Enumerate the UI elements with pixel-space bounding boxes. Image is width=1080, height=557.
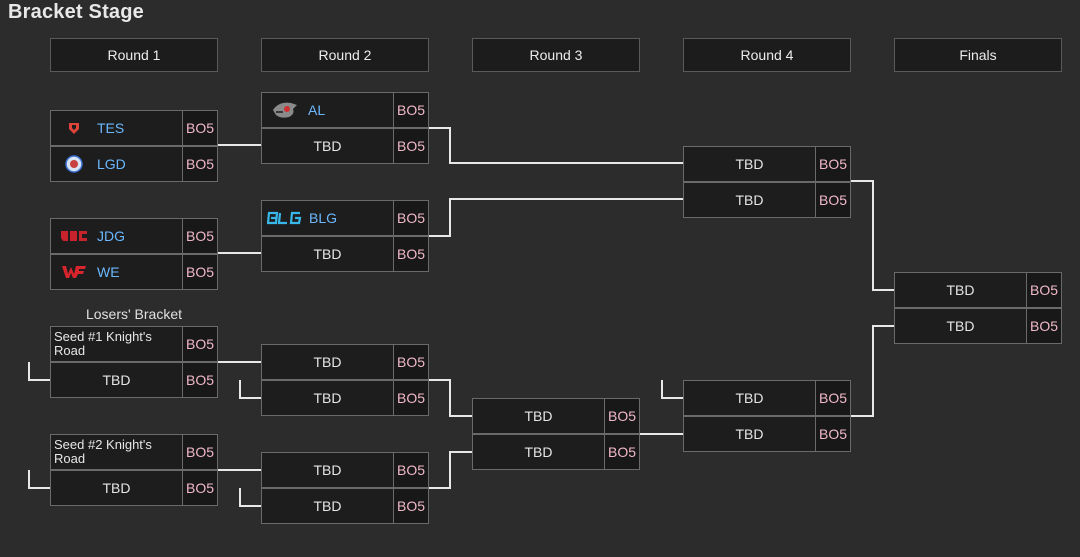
best-of-badge: BO5 [1027, 309, 1061, 343]
match-slot-tbd[interactable]: TBD BO5 [472, 434, 640, 470]
tbd-label: TBD [262, 237, 394, 271]
tbd-label: TBD [684, 381, 816, 415]
team-blg: BLG [262, 201, 394, 235]
match-slot-tbd[interactable]: TBD BO5 [683, 182, 851, 218]
lgd-logo-icon [63, 155, 85, 173]
match-slot-jdg[interactable]: JDG BO5 [50, 218, 218, 254]
best-of-badge: BO5 [816, 417, 850, 451]
best-of-badge: BO5 [816, 381, 850, 415]
best-of-badge: BO5 [394, 237, 428, 271]
match-slot-seed-2[interactable]: Seed #2 Knight's Road BO5 [50, 434, 218, 470]
tbd-label: TBD [684, 417, 816, 451]
team-name: BLG [309, 210, 338, 226]
match-slot-lgd[interactable]: LGD BO5 [50, 146, 218, 182]
best-of-badge: BO5 [183, 219, 217, 253]
tbd-label: TBD [684, 183, 816, 217]
match-slot-tbd[interactable]: TBD BO5 [50, 362, 218, 398]
best-of-badge: BO5 [394, 489, 428, 523]
match-slot-al[interactable]: AL BO5 [261, 92, 429, 128]
best-of-badge: BO5 [816, 147, 850, 181]
tbd-label: TBD [895, 273, 1027, 307]
best-of-badge: BO5 [1027, 273, 1061, 307]
tbd-label: TBD [684, 147, 816, 181]
tbd-label: TBD [262, 453, 394, 487]
finals-header: Finals [894, 38, 1062, 72]
match-slot-tbd[interactable]: TBD BO5 [683, 416, 851, 452]
best-of-badge: BO5 [183, 255, 217, 289]
team-name: JDG [97, 228, 125, 244]
best-of-badge: BO5 [394, 201, 428, 235]
seed-1-label: Seed #1 Knight's Road [51, 327, 183, 361]
best-of-badge: BO5 [816, 183, 850, 217]
tbd-label: TBD [262, 129, 394, 163]
match-slot-tbd[interactable]: TBD BO5 [894, 308, 1062, 344]
tbd-label: TBD [895, 309, 1027, 343]
team-al: AL [262, 93, 394, 127]
best-of-badge: BO5 [394, 129, 428, 163]
best-of-badge: BO5 [183, 111, 217, 145]
best-of-badge: BO5 [394, 381, 428, 415]
best-of-badge: BO5 [394, 93, 428, 127]
tes-logo-icon [63, 120, 85, 136]
best-of-badge: BO5 [605, 399, 639, 433]
team-we: WE [51, 255, 183, 289]
round-1-header: Round 1 [50, 38, 218, 72]
match-slot-tbd[interactable]: TBD BO5 [50, 470, 218, 506]
match-slot-tbd[interactable]: TBD BO5 [261, 236, 429, 272]
tbd-label: TBD [51, 471, 183, 505]
team-name: WE [97, 264, 120, 280]
match-slot-tbd[interactable]: TBD BO5 [894, 272, 1062, 308]
match-slot-tbd[interactable]: TBD BO5 [683, 380, 851, 416]
team-tes: TES [51, 111, 183, 145]
match-slot-tbd[interactable]: TBD BO5 [261, 452, 429, 488]
team-jdg: JDG [51, 219, 183, 253]
best-of-badge: BO5 [183, 471, 217, 505]
best-of-badge: BO5 [183, 147, 217, 181]
match-slot-tbd[interactable]: TBD BO5 [261, 344, 429, 380]
we-logo-icon [60, 264, 88, 280]
tbd-label: TBD [262, 381, 394, 415]
round-2-header: Round 2 [261, 38, 429, 72]
seed-2-label: Seed #2 Knight's Road [51, 435, 183, 469]
tbd-label: TBD [262, 489, 394, 523]
match-slot-tes[interactable]: TES BO5 [50, 110, 218, 146]
best-of-badge: BO5 [183, 363, 217, 397]
match-slot-tbd[interactable]: TBD BO5 [261, 128, 429, 164]
best-of-badge: BO5 [394, 453, 428, 487]
losers-bracket-label: Losers' Bracket [85, 306, 183, 322]
blg-logo-icon [267, 210, 303, 226]
match-slot-tbd[interactable]: TBD BO5 [261, 488, 429, 524]
best-of-badge: BO5 [605, 435, 639, 469]
round-3-header: Round 3 [472, 38, 640, 72]
match-slot-blg[interactable]: BLG BO5 [261, 200, 429, 236]
match-slot-tbd[interactable]: TBD BO5 [472, 398, 640, 434]
match-slot-we[interactable]: WE BO5 [50, 254, 218, 290]
team-name: LGD [97, 156, 126, 172]
tbd-label: TBD [51, 363, 183, 397]
best-of-badge: BO5 [183, 327, 217, 361]
team-name: AL [308, 102, 326, 118]
tbd-label: TBD [473, 399, 605, 433]
tbd-label: TBD [473, 435, 605, 469]
team-lgd: LGD [51, 147, 183, 181]
match-slot-tbd[interactable]: TBD BO5 [683, 146, 851, 182]
match-slot-seed-1[interactable]: Seed #1 Knight's Road BO5 [50, 326, 218, 362]
team-name: TES [97, 120, 125, 136]
al-logo-icon [271, 102, 299, 118]
best-of-badge: BO5 [394, 345, 428, 379]
match-slot-tbd[interactable]: TBD BO5 [261, 380, 429, 416]
tbd-label: TBD [262, 345, 394, 379]
round-4-header: Round 4 [683, 38, 851, 72]
jdg-logo-icon [60, 228, 88, 244]
best-of-badge: BO5 [183, 435, 217, 469]
page-title: Bracket Stage [8, 1, 144, 23]
